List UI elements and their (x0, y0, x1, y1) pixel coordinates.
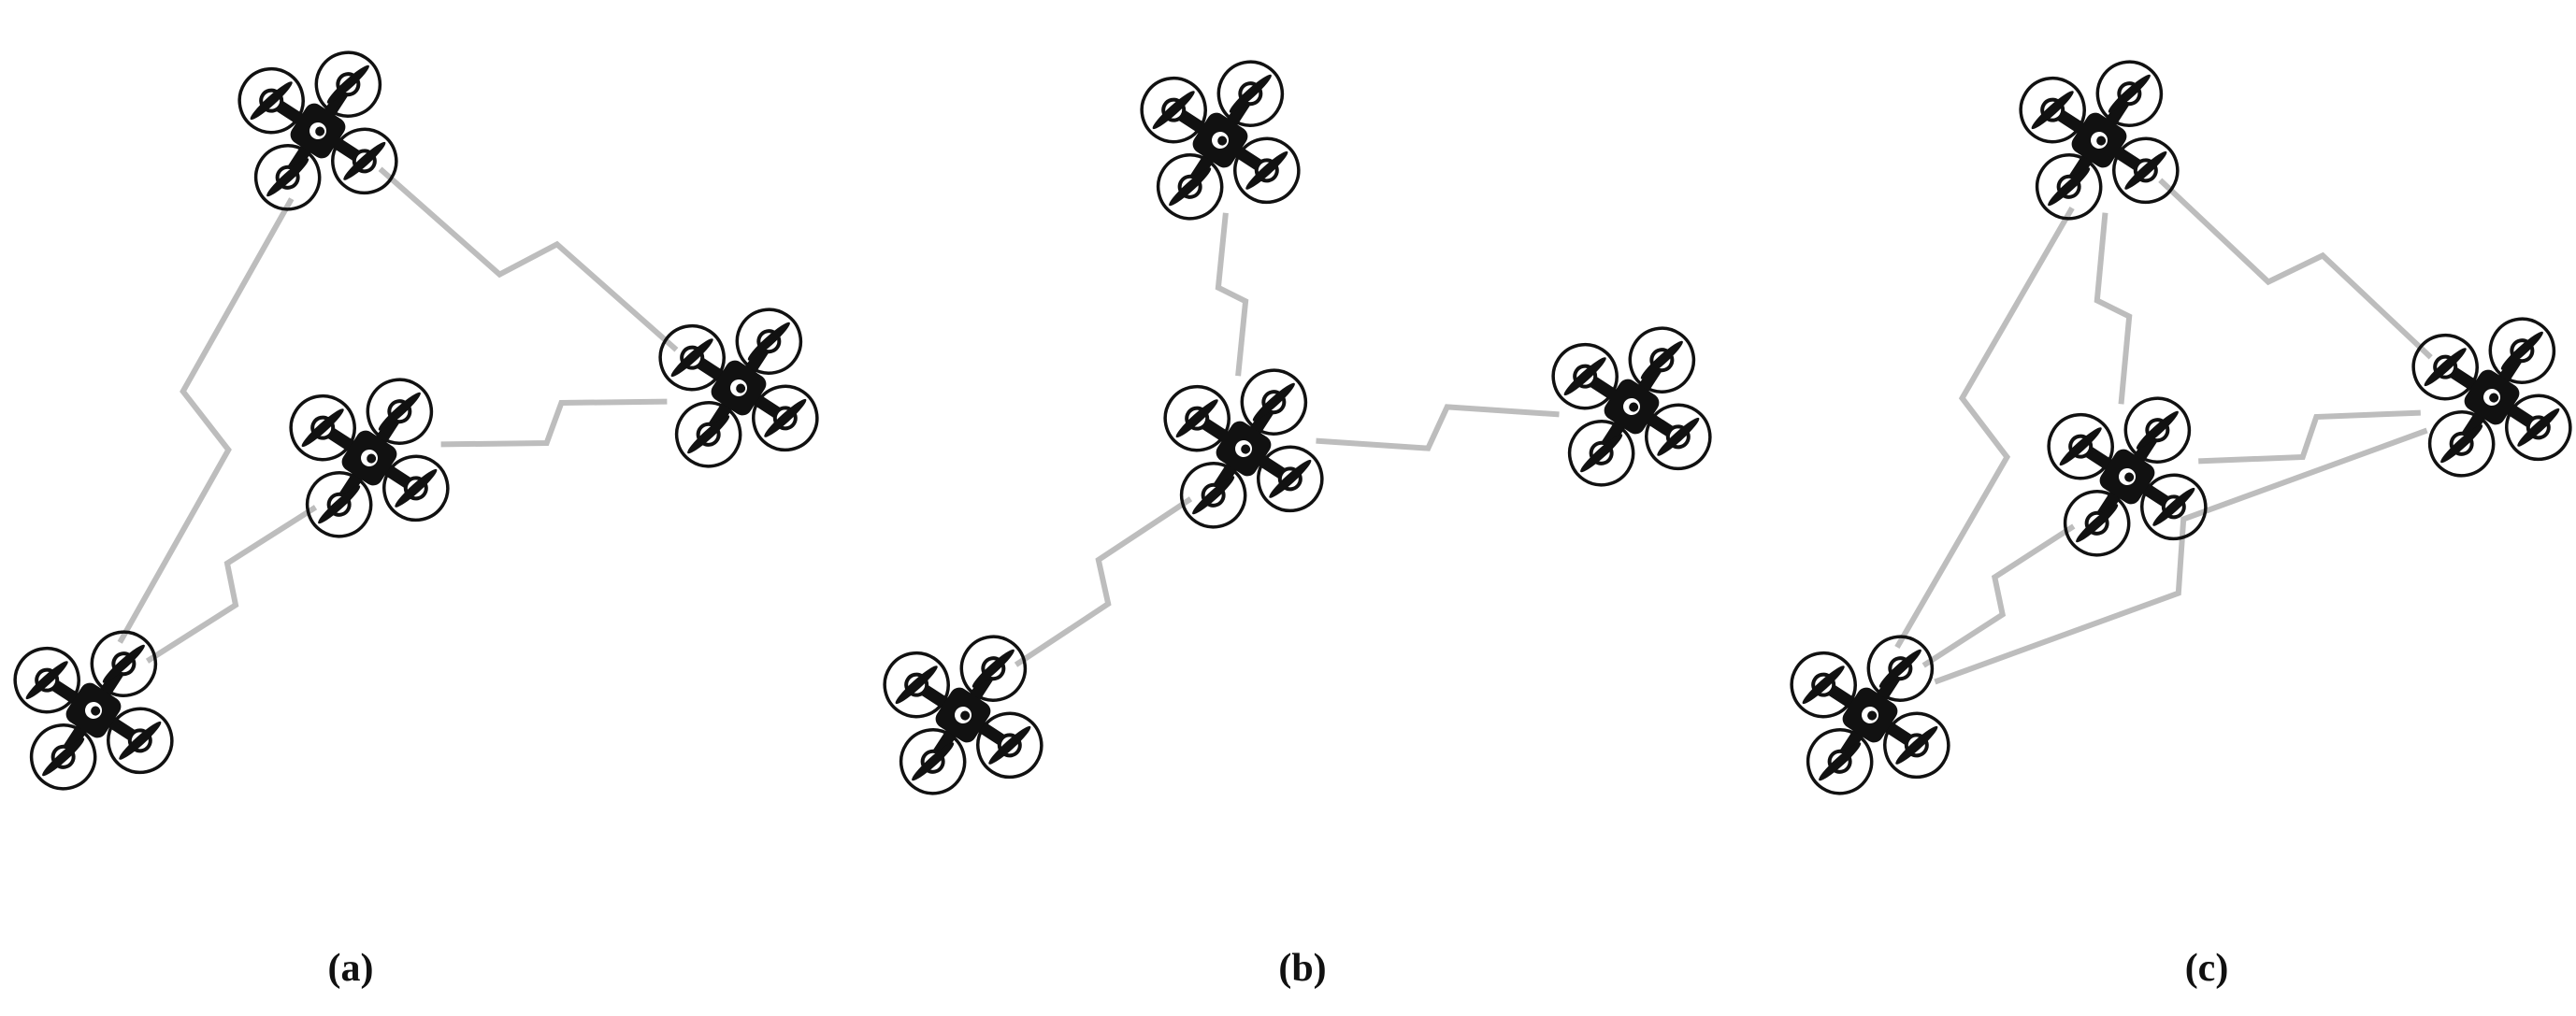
drone-icon-b-center (1159, 365, 1328, 533)
link-a-top-bottom (117, 197, 295, 644)
drone-icon-a-right (655, 304, 823, 472)
drone-icon-c-bottom (1786, 631, 1954, 799)
drone-icon-c-right (2408, 313, 2576, 481)
link-c-top-right (2158, 178, 2433, 360)
panel-label-a: (a) (327, 947, 374, 990)
panel-label-b: (b) (1278, 947, 1327, 990)
drone-icon-a-top (234, 47, 402, 215)
drone-icon-b-right (1547, 322, 1716, 491)
drone-icon-a-center (285, 374, 453, 542)
drone-icon-c-center (2043, 393, 2211, 561)
drone-icon-b-bottom (879, 631, 1047, 799)
link-c-top-bottom (1894, 206, 2075, 650)
drone-icon-c-top (2015, 56, 2183, 224)
link-b-top-center (1215, 212, 1249, 377)
link-b-bottom-center (1014, 496, 1193, 667)
link-c-center-right (2198, 409, 2421, 465)
link-b-center-right (1316, 404, 1560, 451)
drones-layer (9, 47, 2576, 799)
link-c-top-center (2094, 212, 2133, 405)
link-a-bottom-center (145, 505, 318, 664)
panel-label-c: (c) (2184, 947, 2229, 990)
link-a-center-right (440, 398, 668, 448)
link-c-bottom-center (1921, 523, 2076, 668)
drone-icon-b-top (1136, 56, 1304, 224)
link-c-bottom-right (1934, 427, 2428, 685)
links-layer (117, 166, 2433, 685)
drone-icon-a-bottom (9, 626, 178, 794)
link-a-top-right (378, 166, 679, 352)
